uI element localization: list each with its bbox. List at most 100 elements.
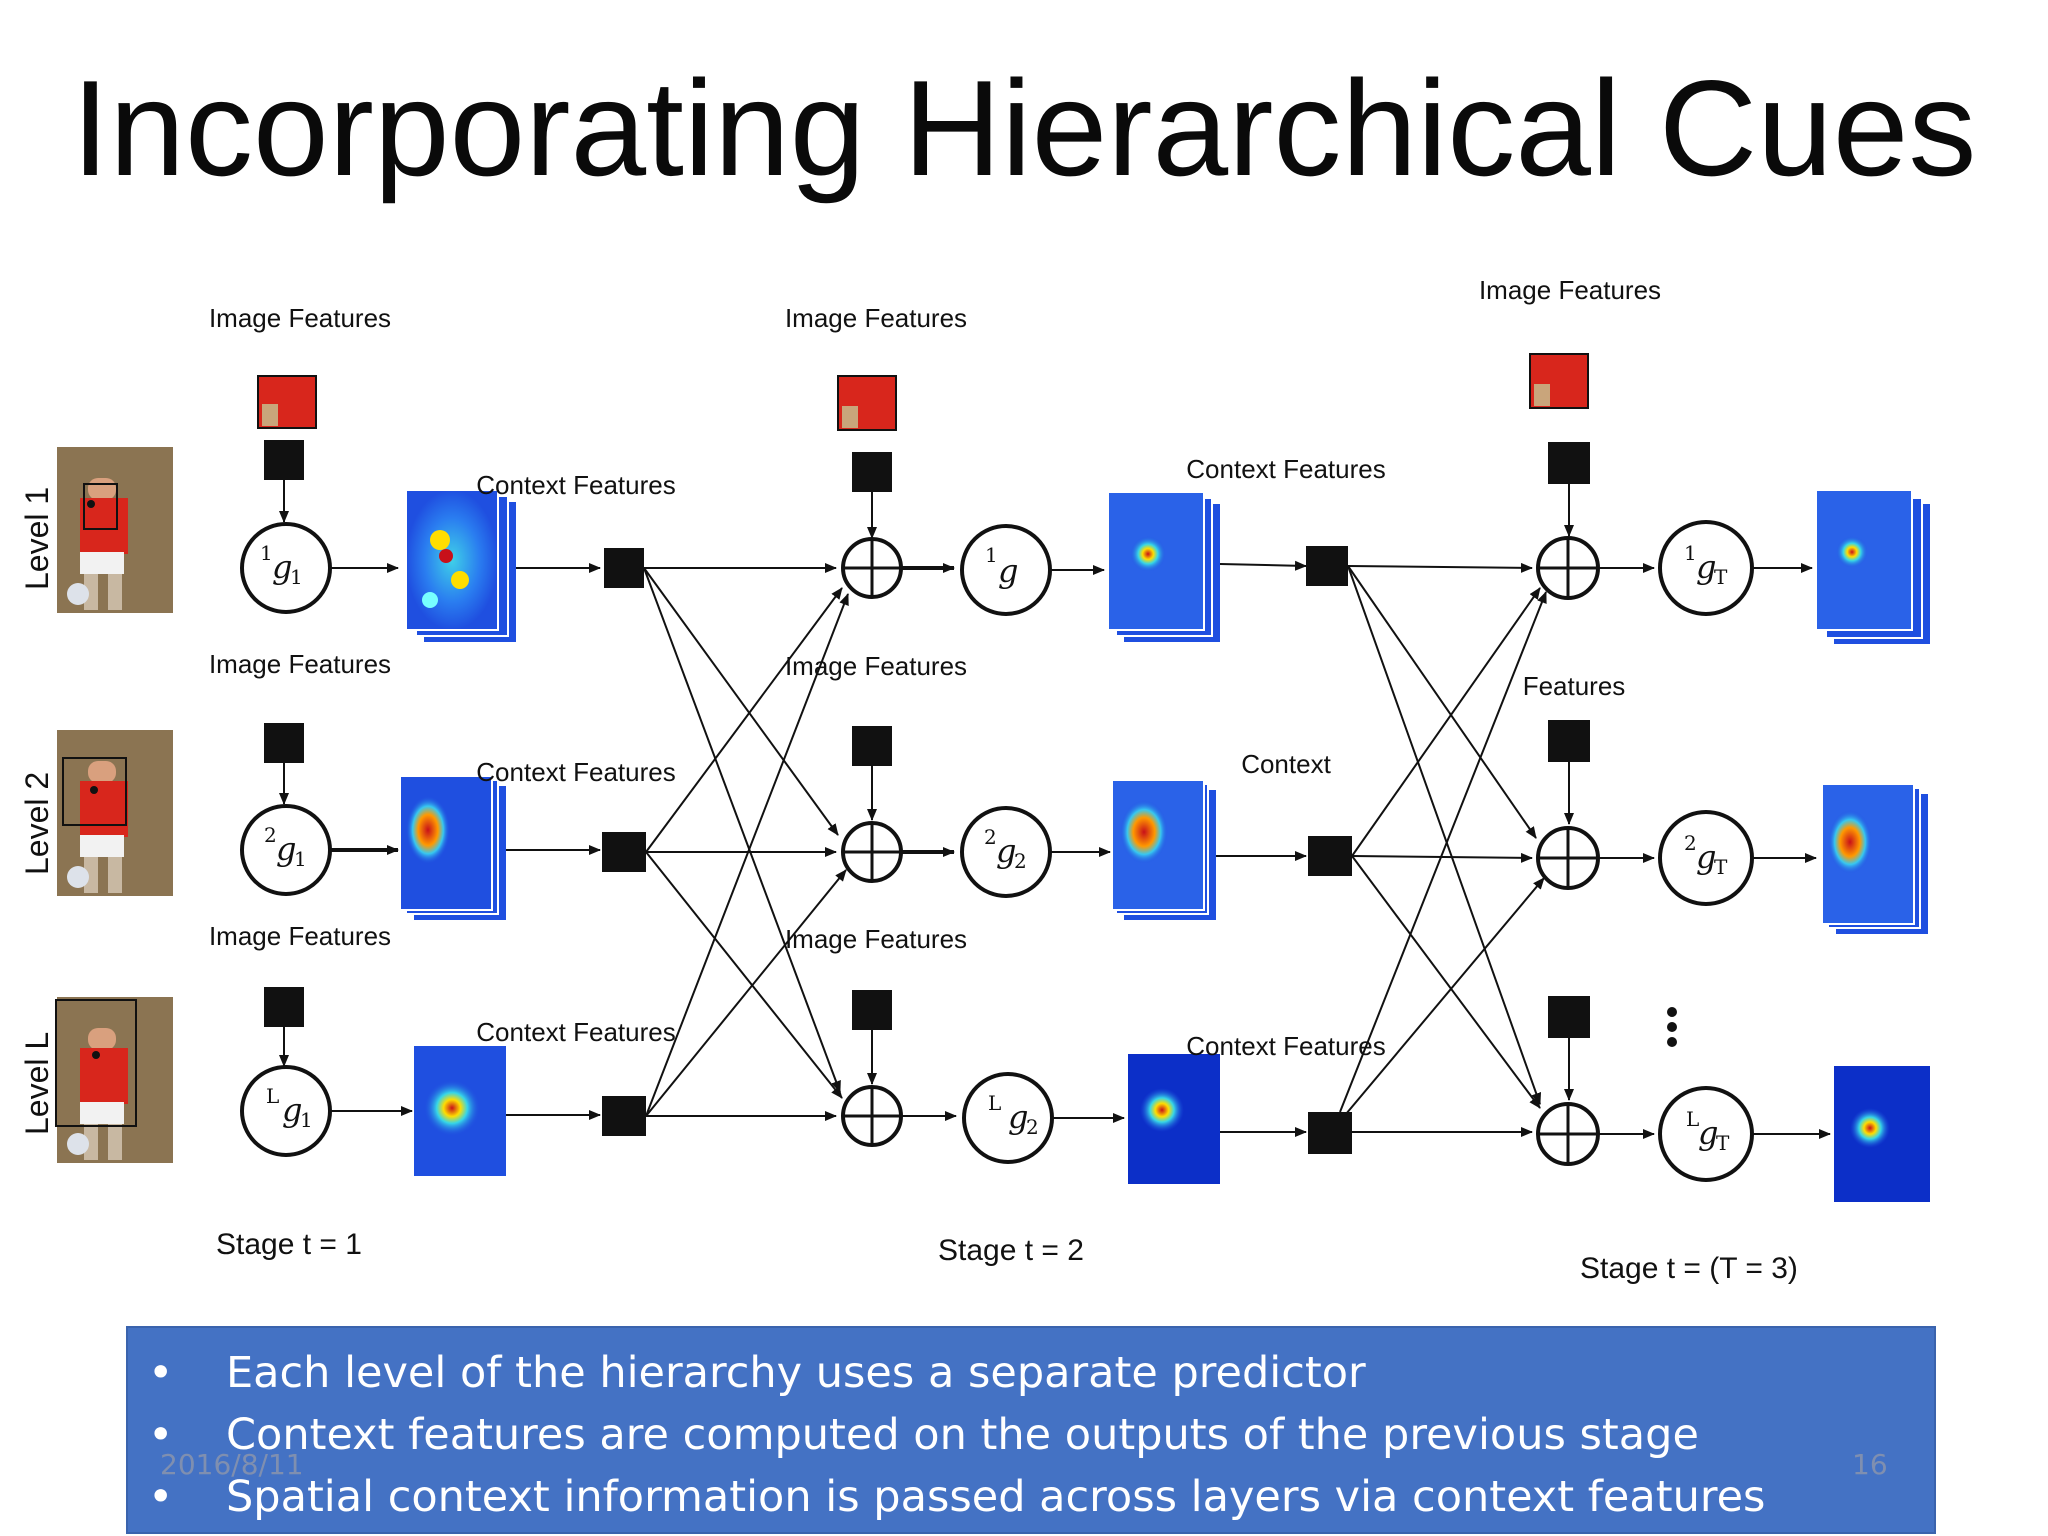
s1-l2-image-label: Image Features [209, 649, 391, 679]
s3-image-thumb [1529, 353, 1589, 409]
s1-heatmap-level1 [405, 489, 516, 642]
s2-l3-feature-box [852, 990, 892, 1030]
ellipsis-icon [1667, 1007, 1677, 1047]
bullet-item: •Each level of the hierarchy uses a sepa… [148, 1348, 1366, 1398]
s1-l2-context-label: Context Features [476, 757, 675, 787]
bullet-item: •Context features are computed on the ou… [148, 1410, 1699, 1460]
node-s2-level1: 1 g [960, 524, 1052, 616]
s2-l3-context-label: Context Features [1186, 1031, 1385, 1061]
svg-text:2: 2 [1684, 831, 1697, 855]
s2-l2-context-box [1308, 836, 1352, 876]
s3-heatmap-level2 [1821, 783, 1928, 934]
s3-heatmap-levelL [1834, 1066, 1930, 1202]
s3-l3-feature-box [1548, 996, 1590, 1038]
node-s3-level2: 2 g T [1658, 810, 1754, 906]
svg-text:L: L [266, 1084, 279, 1108]
svg-text:L: L [988, 1091, 1001, 1115]
s1-l2-feature-box [264, 723, 304, 763]
s2-l2-feature-box [852, 726, 892, 766]
svg-text:1: 1 [985, 543, 998, 567]
s1-l3-context-label: Context Features [476, 1017, 675, 1047]
s3-sum-level2 [1536, 826, 1600, 890]
s2-heatmap-level1 [1107, 491, 1220, 642]
s2-l1-context-label: Context Features [1186, 454, 1385, 484]
s2-sum-level2 [841, 821, 903, 883]
bullet-box: •Each level of the hierarchy uses a sepa… [126, 1326, 1936, 1534]
svg-text:g: g [1696, 548, 1716, 586]
s2-image-thumb [837, 375, 897, 431]
svg-text:T: T [1714, 855, 1728, 879]
stage-3-label: Stage t = (T = 3) [1580, 1252, 1798, 1285]
s2-l1-image-label: Image Features [785, 303, 967, 333]
s1-l3-image-label: Image Features [209, 921, 391, 951]
bullet-text: Each level of the hierarchy uses a separ… [226, 1348, 1366, 1398]
s3-l1-feature-box [1548, 442, 1590, 484]
s2-l2-image-label: Image Features [785, 651, 967, 681]
s2-sum-level1 [841, 537, 903, 599]
node-s3-level1: 1 g T [1658, 520, 1754, 616]
svg-text:g: g [276, 830, 296, 868]
s2-l3-context-box [1308, 1112, 1352, 1154]
s3-l2-features-label: Features [1523, 671, 1626, 701]
s3-l2-feature-box [1548, 720, 1590, 762]
svg-text:2: 2 [984, 825, 997, 849]
s3-heatmap-level1 [1815, 489, 1930, 644]
bullet-text: Context features are computed on the out… [226, 1410, 1699, 1460]
s2-l3-image-label: Image Features [785, 924, 967, 954]
slide-date: 2016/8/11 [160, 1448, 304, 1481]
svg-text:1: 1 [260, 541, 273, 565]
svg-text:1: 1 [1684, 541, 1697, 565]
s1-image-thumb [257, 375, 317, 429]
s2-l1-context-box [1306, 546, 1348, 586]
s1-l2-context-box [602, 832, 646, 872]
svg-text:g: g [996, 832, 1016, 870]
s1-l1-image-label: Image Features [209, 303, 391, 333]
slide-number: 16 [1852, 1448, 1888, 1481]
bullet-text: Spatial context information is passed ac… [226, 1472, 1766, 1522]
level-1-photo [57, 447, 173, 613]
level-L-label: Level L [19, 1032, 55, 1135]
node-s1-level1: 1 g 1 [240, 522, 332, 614]
svg-text:T: T [1714, 565, 1728, 589]
svg-text:g: g [1696, 838, 1716, 876]
node-s2-level2: 2 g 2 [960, 806, 1052, 898]
svg-text:2: 2 [264, 823, 277, 847]
s3-sum-levelL [1536, 1102, 1600, 1166]
s1-l1-context-label: Context Features [476, 470, 675, 500]
s2-heatmap-level2 [1111, 779, 1216, 920]
s1-heatmap-level2 [399, 775, 506, 920]
level-L-photo [55, 997, 173, 1163]
s3-l1-image-label: Image Features [1479, 275, 1661, 305]
svg-text:g: g [1008, 1098, 1028, 1136]
level-2-label: Level 2 [19, 772, 55, 875]
s2-sum-levelL [841, 1085, 903, 1147]
stage-2-label: Stage t = 2 [938, 1234, 1084, 1267]
svg-text:T: T [1716, 1131, 1730, 1155]
s2-l2-context-label: Context [1241, 749, 1331, 779]
bullet-item: •Spatial context information is passed a… [148, 1472, 1766, 1522]
slide-title: Incorporating Hierarchical Cues [71, 52, 1977, 204]
svg-text:2: 2 [1014, 849, 1027, 873]
node-s2-levelL: L g 2 [962, 1072, 1054, 1164]
svg-text:1: 1 [300, 1108, 313, 1132]
s3-sum-level1 [1536, 536, 1600, 600]
svg-text:g: g [282, 1091, 302, 1129]
s1-l1-feature-box [264, 440, 304, 480]
s2-heatmap-levelL [1128, 1054, 1220, 1184]
svg-text:1: 1 [290, 565, 303, 589]
svg-text:L: L [1686, 1107, 1699, 1131]
node-s1-levelL: L g 1 [240, 1065, 332, 1157]
svg-text:1: 1 [294, 847, 307, 871]
svg-text:g: g [998, 552, 1018, 590]
level-2-photo [57, 730, 173, 896]
s1-l1-context-box [604, 548, 644, 588]
level-1-label: Level 1 [19, 487, 55, 590]
s1-heatmap-levelL [414, 1046, 506, 1176]
s1-l3-feature-box [264, 987, 304, 1027]
node-s3-levelL: L g T [1658, 1086, 1754, 1182]
svg-text:2: 2 [1026, 1115, 1039, 1139]
node-s1-level2: 2 g 1 [240, 804, 332, 896]
s1-l3-context-box [602, 1096, 646, 1136]
stage-1-label: Stage t = 1 [216, 1228, 362, 1261]
